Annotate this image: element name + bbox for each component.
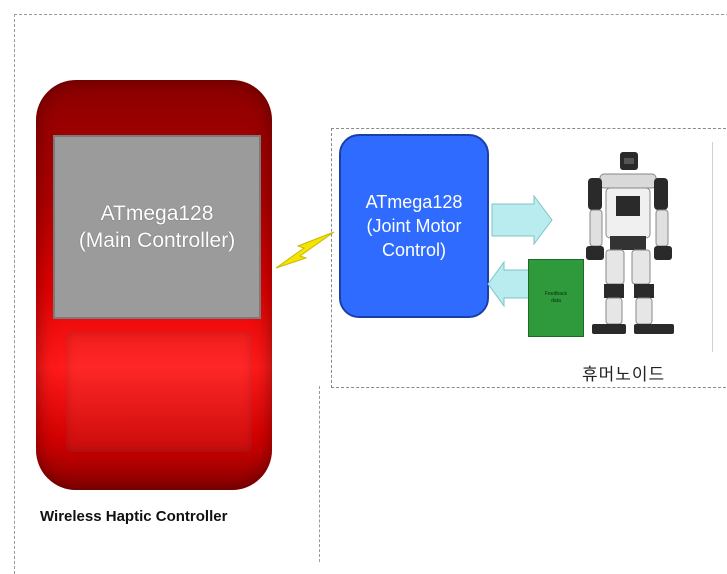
lightning-bolt-icon — [275, 231, 335, 269]
controller-caption: Wireless Haptic Controller — [40, 508, 228, 525]
feedback-arrow-icon — [487, 260, 531, 308]
image-edge-line — [712, 142, 713, 352]
joint-motor-controller: ATmega128 (Joint Motor Control) — [339, 134, 489, 318]
joint-controller-role-2: Control) — [381, 240, 447, 260]
outer-frame — [14, 14, 727, 574]
feedback-data-box: Feedback data — [528, 259, 584, 337]
humanoid-subsystem-frame — [331, 128, 727, 388]
frame-divider — [319, 386, 320, 562]
joint-controller-role-1: (Joint Motor — [366, 216, 462, 236]
humanoid-label: 휴머노이드 — [582, 365, 666, 384]
controller-lower-panel — [66, 332, 252, 452]
main-controller-role: (Main Controller) — [78, 229, 236, 252]
joint-controller-chip: ATmega128 — [365, 192, 463, 212]
command-arrow-icon — [491, 194, 553, 246]
feedback-label-2: data — [551, 298, 561, 304]
humanoid-robot-icon — [586, 152, 674, 334]
main-controller-chip: ATmega128 — [100, 202, 214, 225]
main-controller-screen: ATmega128 (Main Controller) — [53, 135, 261, 319]
feedback-label-1: Feedback — [545, 291, 567, 297]
diagram-overlay — [275, 152, 674, 334]
